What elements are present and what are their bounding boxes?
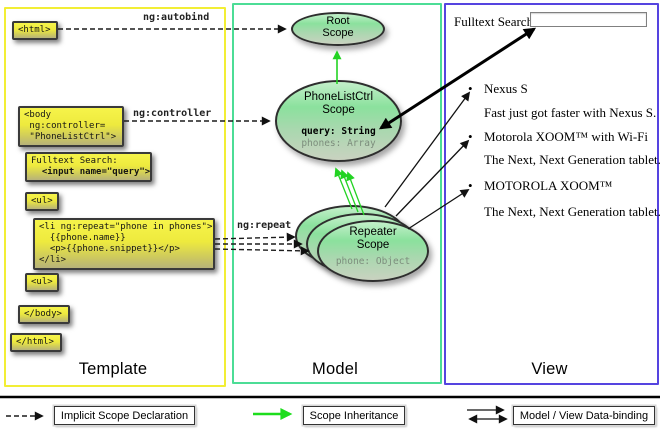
code-line: <p>{{phone.snippet}}</p>	[39, 244, 180, 254]
code-line: {{phone.name}}	[39, 233, 126, 243]
code-ul-open: <ul>	[25, 192, 59, 211]
fulltext-search-label: Fulltext Search:	[454, 14, 537, 29]
code-line: <ul>	[31, 277, 53, 287]
code-line: <ul>	[31, 196, 53, 206]
code-ul-close: <ul>	[25, 273, 59, 292]
code-line: <html>	[18, 25, 51, 35]
phonelistctrl-scope-title: PhoneListCtrl Scope	[275, 91, 402, 117]
code-html-close: </html>	[10, 333, 62, 352]
code-line: <body	[24, 110, 52, 120]
code-body-close: </body>	[18, 305, 70, 324]
item-title-text: MOTOROLA XOOM™	[484, 178, 613, 193]
ng-autobind-label: ng:autobind	[143, 12, 210, 23]
repeater-title-line2: Scope	[356, 239, 390, 251]
code-li-repeat: <li ng:repeat="phone in phones"> {{phone…	[33, 218, 215, 270]
ng-controller-label: ng:controller	[133, 108, 212, 119]
root-scope-title: Root Scope	[291, 15, 385, 39]
code-html-open: <html>	[12, 21, 58, 40]
fulltext-search-input[interactable]	[530, 12, 647, 27]
legend-scope-inheritance: Scope Inheritance	[303, 406, 405, 425]
item-title-text: Nexus S	[484, 81, 528, 96]
phonelistctrl-prop-phones: phones: Array	[301, 138, 376, 149]
legend-model-view-data-binding: Model / View Data-binding	[513, 406, 655, 425]
code-line: </html>	[16, 337, 54, 347]
list-item-desc: The Next, Next Generation tablet.	[484, 152, 660, 167]
bullet-icon: •	[468, 178, 473, 193]
item-title-text: Motorola XOOM™ with Wi-Fi	[484, 129, 649, 144]
code-line: ng:controller=	[24, 121, 106, 131]
code-line: "PhoneListCtrl">	[24, 132, 117, 142]
code-line: Fulltext Search:	[31, 156, 118, 166]
ng-repeat-label: ng:repeat	[237, 220, 292, 231]
root-scope-title-line2: Scope	[322, 26, 354, 39]
legend-implicit-scope-declaration: Implicit Scope Declaration	[54, 406, 195, 425]
phonelistctrl-title-line1: PhoneListCtrl	[303, 91, 374, 103]
phonelistctrl-title-line2: Scope	[322, 104, 355, 116]
list-item-title: • MOTOROLA XOOM™	[468, 178, 612, 194]
list-item-title: • Motorola XOOM™ with Wi-Fi	[468, 129, 648, 145]
list-item-title: • Nexus S	[468, 81, 528, 97]
list-item-desc: The Next, Next Generation tablet.	[484, 204, 660, 219]
code-fulltext-input: Fulltext Search: <input name="query">	[25, 152, 152, 182]
model-column-label: Model	[312, 360, 358, 378]
view-column-label: View	[531, 360, 568, 378]
code-line: <li ng:repeat="phone in phones">	[39, 222, 213, 232]
code-line: </li>	[39, 255, 67, 265]
list-item-desc: Fast just got faster with Nexus S.	[484, 105, 657, 120]
code-line: </body>	[24, 309, 62, 319]
repeater-title-line1: Repeater	[349, 226, 397, 238]
view-column	[444, 3, 659, 385]
code-body-open: <body ng:controller= "PhoneListCtrl">	[18, 106, 124, 147]
repeater-scope-title: Repeater Scope	[317, 226, 429, 252]
model-column	[232, 3, 442, 384]
repeater-scope-ellipse-front	[317, 220, 429, 282]
repeater-prop-phone: phone: Object	[335, 256, 411, 267]
bullet-icon: •	[468, 129, 473, 144]
phonelistctrl-prop-query: query: String	[301, 126, 376, 137]
bullet-icon: •	[468, 81, 473, 96]
template-column-label: Template	[78, 360, 148, 378]
root-scope-ellipse	[291, 12, 385, 46]
code-line: <input name="query">	[31, 167, 151, 177]
root-scope-title-line1: Root	[326, 15, 350, 27]
